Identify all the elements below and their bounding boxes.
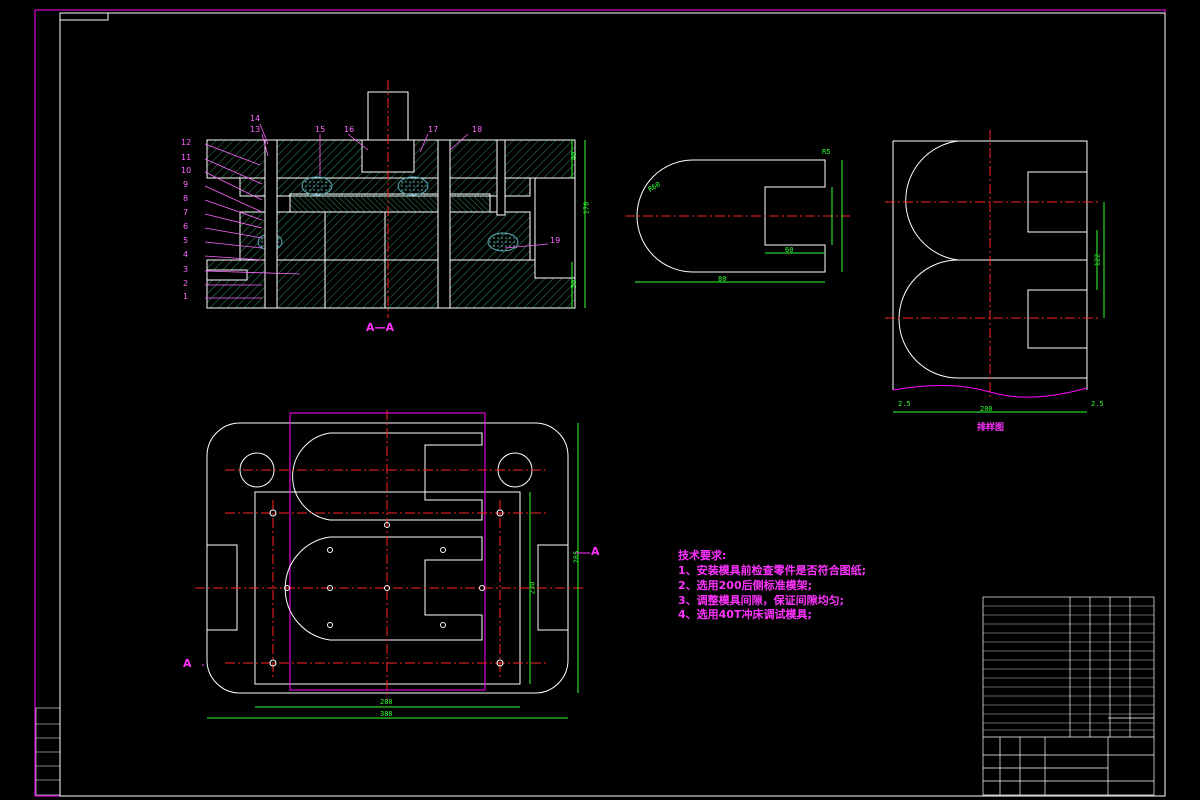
guide-post-left	[264, 139, 278, 309]
part-number: 2	[183, 279, 189, 288]
stripper	[289, 193, 491, 213]
guide-post-right	[496, 139, 506, 216]
lower-die-plate	[206, 259, 576, 309]
drawing-border	[59, 12, 1166, 797]
strip-part-1	[905, 140, 1088, 261]
strip-layout	[885, 130, 1105, 413]
part-number: 7	[183, 208, 189, 217]
note-line: 3、调整模具间隙，保证间隙均匀;	[678, 594, 845, 607]
notes-title: 技术要求:	[678, 549, 727, 562]
part-number: 5	[183, 236, 189, 245]
dim-strip-width: 200	[980, 405, 993, 413]
dim-part-r5: R5	[822, 148, 831, 156]
strip-part-2	[898, 259, 1088, 379]
dim-bottom-height: 50	[570, 279, 579, 289]
note-line: 2、选用200后侧标准模架;	[678, 579, 813, 592]
note-line: 4、选用40T冲床调试模具;	[678, 608, 812, 621]
part-number: 3	[183, 265, 189, 274]
left-ledge	[206, 269, 248, 281]
dim-plan-outer-width: 380	[380, 710, 393, 718]
dim-strip-step: 122	[1093, 253, 1102, 267]
part-number: 4	[183, 250, 189, 259]
plan-view	[195, 410, 590, 719]
part-number: 17	[428, 125, 439, 134]
punch-holder	[239, 177, 531, 197]
section-view	[204, 80, 586, 318]
die-set-outline	[206, 422, 569, 694]
dim-plan-outer-height: 285	[572, 550, 581, 564]
part-number: 16	[344, 125, 355, 134]
rubber-spring-2	[397, 176, 429, 196]
cavity-outline-upper	[292, 432, 483, 521]
part-number: 14	[250, 114, 261, 123]
part-number: 13	[250, 125, 261, 134]
dim-strip-right: 2.5	[1091, 400, 1104, 408]
rubber-spring-1	[301, 176, 333, 196]
note-line: 1、安装模具前检查零件是否符合图纸;	[678, 564, 867, 577]
part-number: 12	[181, 138, 192, 147]
dim-part-slot: 60	[785, 246, 794, 254]
dim-part-length: 80	[718, 275, 727, 283]
part-drawing	[625, 159, 850, 283]
dim-plan-inner-height: 230	[528, 581, 537, 595]
section-mark-right: A	[591, 545, 600, 558]
title-block-rows	[983, 605, 1154, 731]
part-number: 10	[181, 166, 192, 175]
dim-total-height: 178	[582, 201, 591, 215]
dim-plan-inner-width: 280	[380, 698, 393, 706]
part-number: 11	[181, 153, 192, 162]
part-outline	[636, 159, 826, 273]
cavity-outline	[284, 536, 483, 641]
dim-top-height: 40	[570, 151, 579, 161]
corner-tag	[59, 12, 109, 21]
dim-strip-left: 2.5	[898, 400, 911, 408]
part-number: 15	[315, 125, 326, 134]
strip-layout-label: 排样图	[977, 423, 1005, 433]
part-number: 18	[472, 125, 483, 134]
part-number: 9	[183, 180, 189, 189]
right-ledge	[534, 177, 576, 279]
side-stamp-table	[35, 707, 61, 796]
rubber-spring-3	[487, 232, 519, 252]
part-number: 8	[183, 194, 189, 203]
part-number: 19	[550, 236, 561, 245]
part-number: 6	[183, 222, 189, 231]
section-mark-left: A	[183, 657, 192, 670]
part-number: 1	[183, 292, 189, 301]
section-label: A—A	[366, 321, 395, 334]
guide-post-mid	[437, 139, 451, 309]
